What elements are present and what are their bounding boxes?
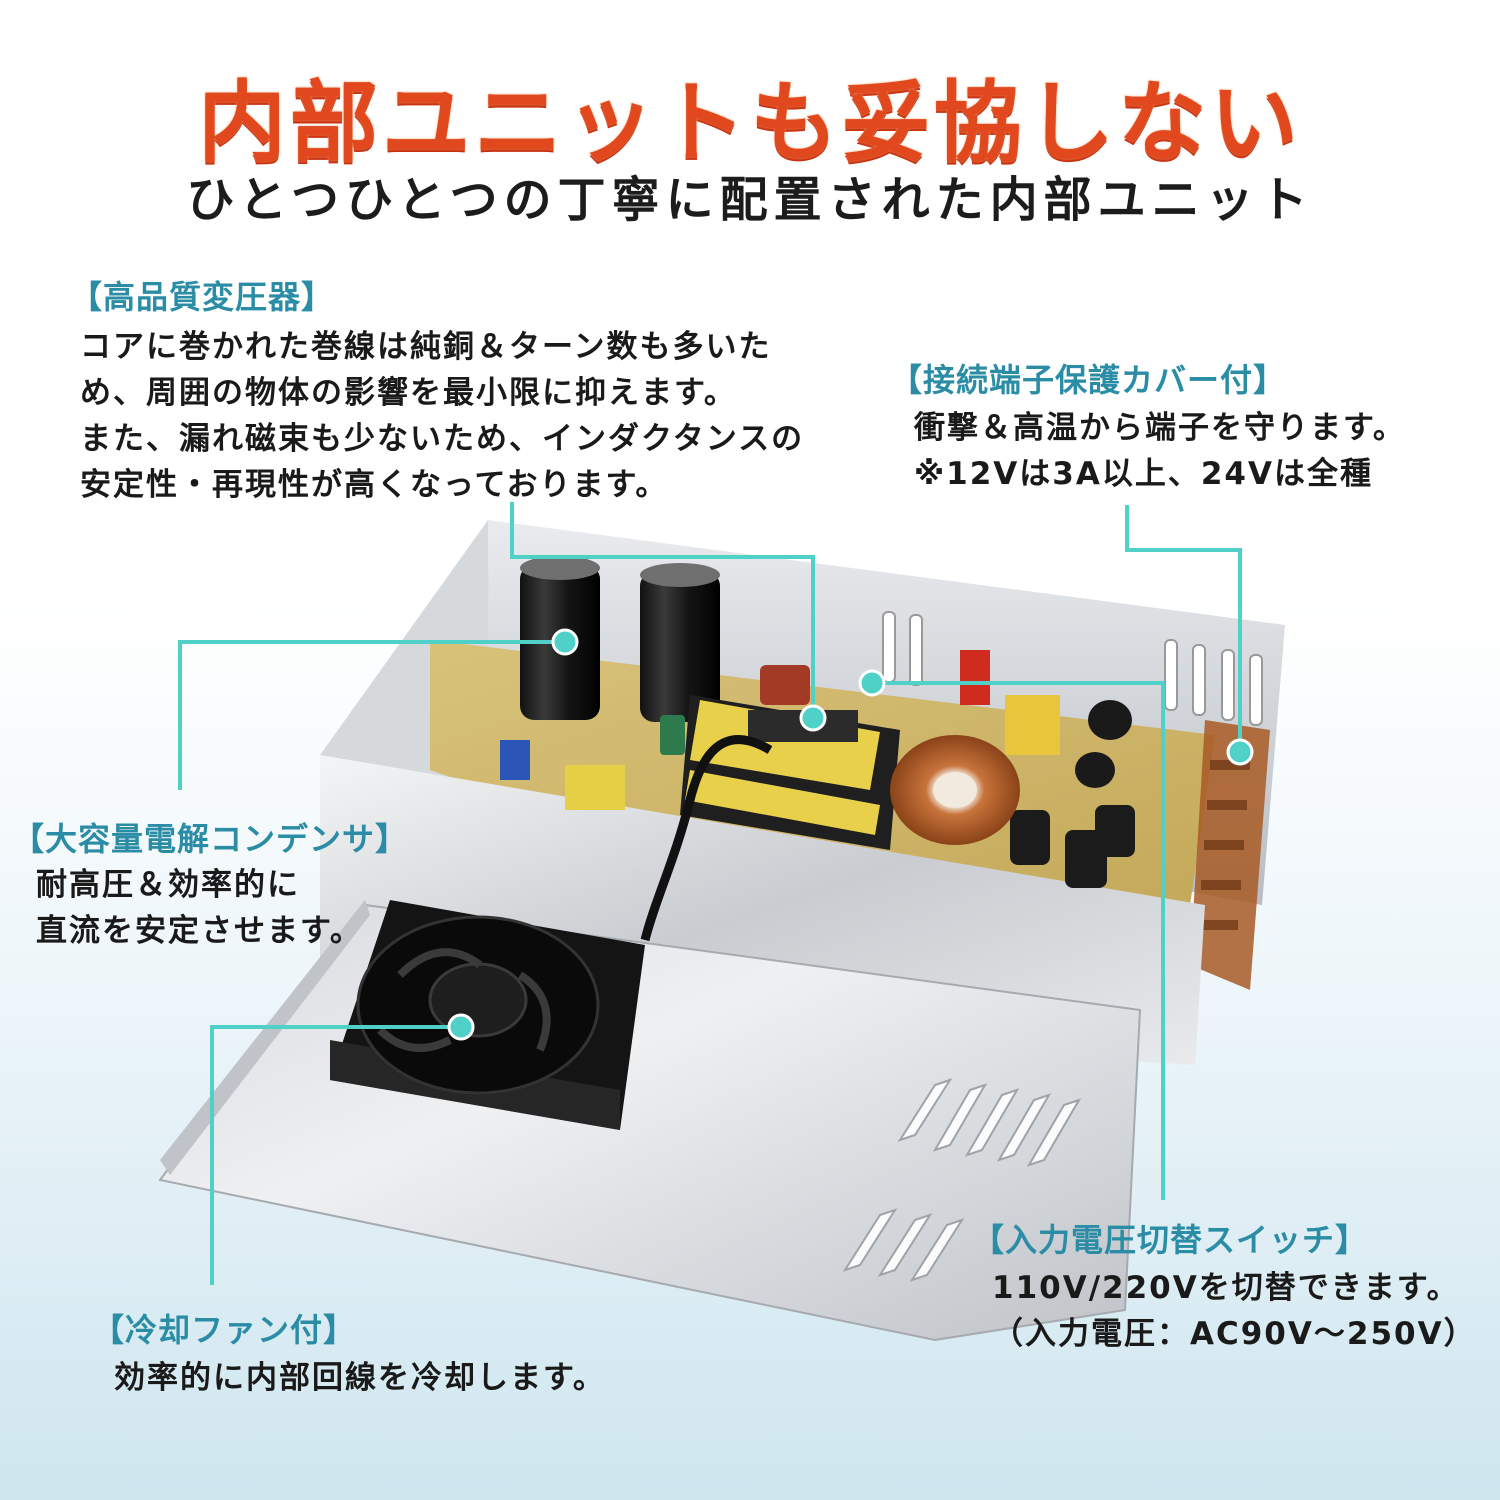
callout-body: コアに巻かれた巻線は純銅＆ターン数も多いた め、周囲の物体の影響を最小限に抑えま… bbox=[80, 324, 804, 508]
leader-lines bbox=[178, 502, 1242, 1285]
callout-line: め、周囲の物体の影響を最小限に抑えます。 bbox=[80, 375, 737, 411]
callout-heading: 【冷却ファン付】 bbox=[92, 1311, 357, 1349]
callout-body: 効率的に内部回線を冷却します。 bbox=[114, 1355, 606, 1401]
callout-heading: 【入力電圧切替スイッチ】 bbox=[972, 1221, 1369, 1259]
callout-fan: 【冷却ファン付】 効率的に内部回線を冷却します。 bbox=[92, 1305, 606, 1401]
toroid-coil bbox=[890, 735, 1020, 845]
callout-heading: 【大容量電解コンデンサ】 bbox=[12, 820, 409, 858]
callout-line: コアに巻かれた巻線は純銅＆ターン数も多いた bbox=[80, 329, 772, 365]
callout-heading: 【高品質変圧器】 bbox=[70, 278, 335, 316]
page-headline: 内部ユニットも妥協しない bbox=[197, 70, 1302, 174]
callout-voltage-switch: 【入力電圧切替スイッチ】 110V/220Vを切替できます。 （入力電圧：AC9… bbox=[972, 1215, 1477, 1357]
callout-line: 直流を安定させます。 bbox=[36, 913, 363, 949]
callout-line: 110V/220Vを切替できます。 bbox=[992, 1270, 1460, 1306]
callout-body: 耐高圧＆効率的に 直流を安定させます。 bbox=[36, 862, 408, 954]
page-subheadline: ひとつひとつの丁寧に配置された内部ユニット bbox=[186, 172, 1314, 228]
callout-body: 110V/220Vを切替できます。 （入力電圧：AC90V～250V） bbox=[992, 1265, 1477, 1357]
callout-line: また、漏れ磁束も少ないため、インダクタンスの bbox=[80, 421, 805, 457]
callout-terminal-cover: 【接続端子保護カバー付】 衝撃＆高温から端子を守ります。 ※12Vは3A以上、2… bbox=[890, 355, 1406, 497]
pcb-components bbox=[500, 650, 1132, 810]
callout-capacitor: 【大容量電解コンデンサ】 耐高圧＆効率的に 直流を安定させます。 bbox=[12, 814, 408, 954]
callout-line: 衝撃＆高温から端子を守ります。 bbox=[914, 410, 1406, 446]
callout-heading: 【接続端子保護カバー付】 bbox=[890, 361, 1287, 399]
transformer bbox=[680, 695, 900, 850]
callout-transformer: 【高品質変圧器】 コアに巻かれた巻線は純銅＆ターン数も多いた め、周囲の物体の影… bbox=[70, 272, 804, 508]
callout-line: （入力電圧：AC90V～250V） bbox=[992, 1316, 1477, 1352]
callout-line: ※12Vは3A以上、24Vは全種 bbox=[914, 456, 1373, 492]
callout-line: 耐高圧＆効率的に bbox=[36, 867, 300, 903]
callout-line: 安定性・再現性が高くなっております。 bbox=[80, 467, 669, 503]
callout-line: 効率的に内部回線を冷却します。 bbox=[114, 1360, 606, 1396]
cooling-fan bbox=[330, 900, 645, 1130]
leader-dots bbox=[447, 628, 1254, 1041]
callout-body: 衝撃＆高温から端子を守ります。 ※12Vは3A以上、24Vは全種 bbox=[914, 405, 1406, 497]
